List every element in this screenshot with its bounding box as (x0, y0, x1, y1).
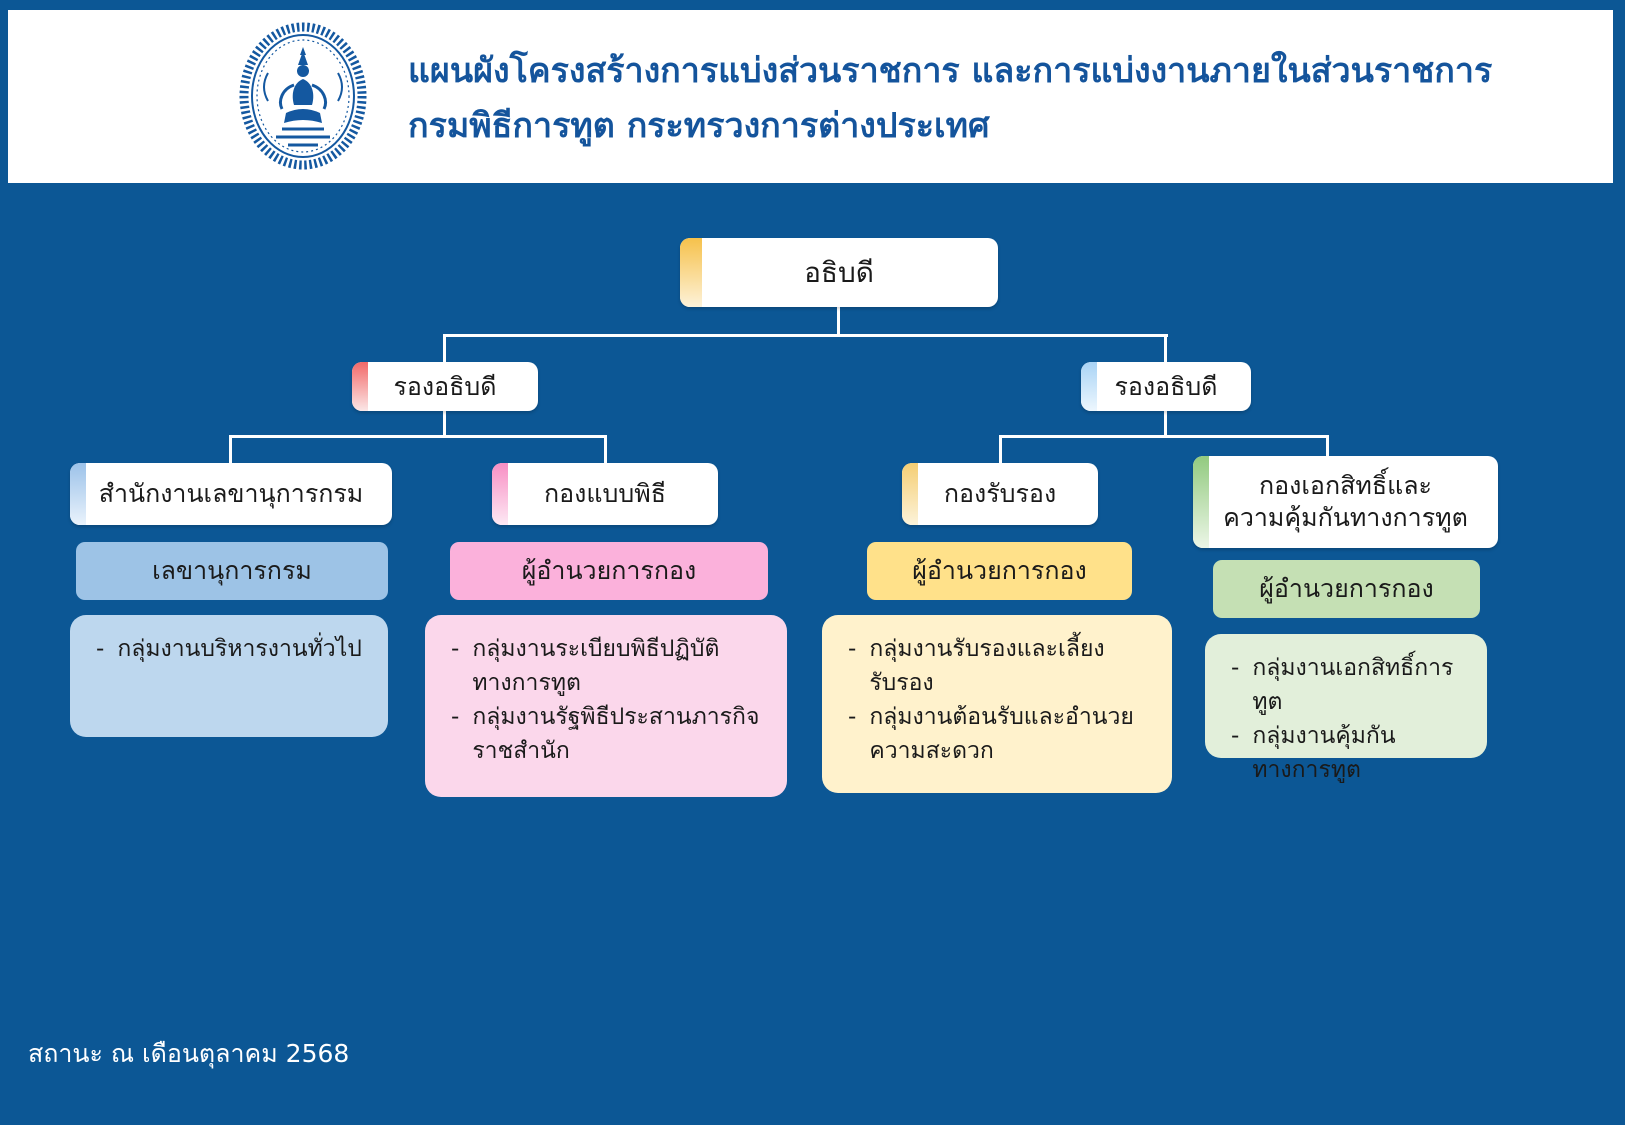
dept-label: กองแบบพิธี (544, 479, 666, 508)
dept-label: กองรับรอง (943, 479, 1057, 508)
deputy-right-box: รองอธิบดี (1081, 362, 1251, 411)
accent-strip (902, 463, 918, 525)
dept-label: สำนักงานเลขานุการกรม (98, 479, 364, 508)
head-box-director-reception: ผู้อำนวยการกอง (867, 542, 1132, 600)
bullet-dash: - (451, 636, 460, 662)
deputy-left-label: รองอธิบดี (393, 371, 497, 401)
connector-rail-left (229, 435, 607, 438)
page-subtitle: กรมพิธีการทูต กระทรวงการต่างประเทศ (408, 106, 990, 146)
ministry-seal-icon (239, 22, 367, 170)
list-item: - กลุ่มงานรัฐพิธีประสานภารกิจ ราชสำนัก (451, 700, 771, 768)
accent-strip (352, 362, 368, 411)
list-item: - กลุ่มงานเอกสิทธิ์การทูต (1231, 651, 1471, 719)
connector-deputy-left-up (443, 334, 446, 364)
connector-rail-right (999, 435, 1329, 438)
list-item-text: กลุ่มงานต้อนรับและอำนวย ความสะดวก (869, 704, 1134, 764)
accent-strip (70, 463, 86, 525)
bullet-dash: - (848, 704, 857, 730)
list-item: - กลุ่มงานระเบียบพิธีปฏิบัติ ทางการทูต (451, 632, 771, 700)
status-note: สถานะ ณ เดือนตุลาคม 2568 (28, 1039, 350, 1068)
connector-col1-stub (229, 435, 232, 465)
list-item-text: กลุ่มงานคุ้มกันทางการทูต (1252, 723, 1396, 783)
bullet-dash: - (1231, 655, 1240, 681)
list-item-text: กลุ่มงานรัฐพิธีประสานภารกิจ ราชสำนัก (472, 704, 760, 764)
head-box-director-privileges: ผู้อำนวยการกอง (1213, 560, 1480, 618)
deputy-right-label: รองอธิบดี (1114, 371, 1218, 401)
connector-col4-stub (1326, 435, 1329, 458)
connector-root-stub (837, 307, 840, 337)
connector-col2-stub (604, 435, 607, 465)
bullet-dash: - (1231, 723, 1240, 749)
list-item-text: กลุ่มงานบริหารงานทั่วไป (117, 636, 362, 662)
work-group-list-privileges: - กลุ่มงานเอกสิทธิ์การทูต - กลุ่มงานคุ้ม… (1205, 634, 1487, 783)
bullet-dash: - (96, 636, 105, 662)
page-title-block: แผนผังโครงสร้างการแบ่งส่วนราชการ และการแ… (408, 44, 1492, 154)
accent-strip (1193, 456, 1209, 548)
director-general-box: อธิบดี (680, 238, 998, 307)
list-item: - กลุ่มงานรับรองและเลี้ยงรับรอง (848, 632, 1156, 700)
page-title: แผนผังโครงสร้างการแบ่งส่วนราชการ และการแ… (408, 51, 1493, 91)
connector-rail-top (443, 334, 1168, 337)
connector-deputy-right-up (1164, 334, 1167, 364)
list-item-text: กลุ่มงานระเบียบพิธีปฏิบัติ ทางการทูต (472, 636, 720, 696)
work-group-list-protocol: - กลุ่มงานระเบียบพิธีปฏิบัติ ทางการทูต -… (425, 615, 787, 797)
accent-strip (1081, 362, 1097, 411)
list-item: - กลุ่มงานคุ้มกันทางการทูต (1231, 719, 1471, 787)
dept-box-privileges-division: กองเอกสิทธิ์และ ความคุ้มกันทางการทูต (1193, 456, 1498, 548)
dept-label: กองเอกสิทธิ์และ ความคุ้มกันทางการทูต (1223, 471, 1468, 532)
connector-deputy-right-down (1164, 410, 1167, 438)
bullet-dash: - (451, 704, 460, 730)
dept-box-protocol-division: กองแบบพิธี (492, 463, 718, 525)
work-group-list-reception: - กลุ่มงานรับรองและเลี้ยงรับรอง - กลุ่มง… (822, 615, 1172, 793)
head-box-secretary: เลขานุการกรม (76, 542, 388, 600)
accent-strip (492, 463, 508, 525)
dept-box-secretariat: สำนักงานเลขานุการกรม (70, 463, 392, 525)
list-item-text: กลุ่มงานเอกสิทธิ์การทูต (1252, 655, 1454, 715)
bullet-dash: - (848, 636, 857, 662)
accent-strip (680, 238, 702, 307)
header-bar: แผนผังโครงสร้างการแบ่งส่วนราชการ และการแ… (8, 10, 1613, 183)
director-general-label: อธิบดี (804, 255, 874, 289)
list-item-text: กลุ่มงานรับรองและเลี้ยงรับรอง (869, 636, 1105, 696)
list-item: - กลุ่มงานบริหารงานทั่วไป (96, 632, 372, 666)
list-item: - กลุ่มงานต้อนรับและอำนวย ความสะดวก (848, 700, 1156, 768)
work-group-list-secretariat: - กลุ่มงานบริหารงานทั่วไป (70, 615, 388, 737)
connector-col3-stub (999, 435, 1002, 465)
dept-box-reception-division: กองรับรอง (902, 463, 1098, 525)
head-box-director-protocol: ผู้อำนวยการกอง (450, 542, 768, 600)
deputy-left-box: รองอธิบดี (352, 362, 538, 411)
connector-deputy-left-down (443, 410, 446, 438)
